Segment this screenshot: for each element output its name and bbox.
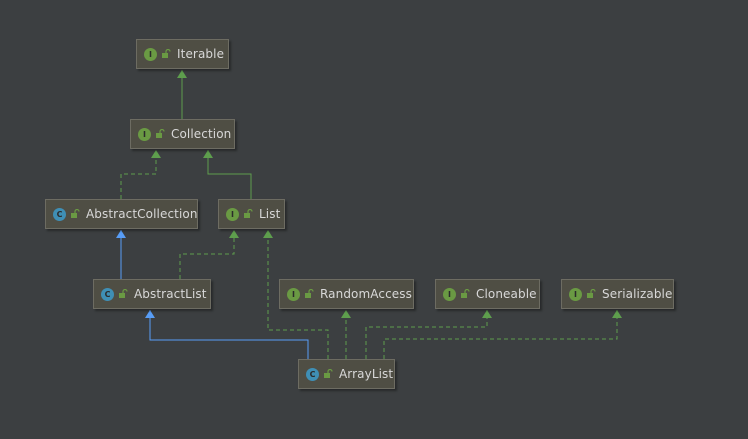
node-cloneable[interactable]: I Cloneable bbox=[435, 279, 540, 309]
interface-icon: I bbox=[226, 207, 239, 221]
node-label: Cloneable bbox=[476, 287, 537, 301]
public-lock-icon bbox=[119, 289, 128, 298]
node-label: Iterable bbox=[177, 47, 225, 61]
edge-abstractcollection-collection bbox=[120, 150, 161, 199]
node-label: RandomAccess bbox=[320, 287, 412, 301]
node-array-list[interactable]: C ArrayList bbox=[298, 359, 395, 389]
node-label: Collection bbox=[171, 127, 232, 141]
public-lock-icon bbox=[305, 289, 314, 298]
node-serializable[interactable]: I Serializable bbox=[561, 279, 674, 309]
interface-icon: I bbox=[138, 127, 151, 141]
abstract-class-icon: C bbox=[53, 207, 66, 221]
edge-arraylist-cloneable bbox=[365, 310, 492, 359]
public-lock-icon bbox=[71, 209, 80, 218]
interface-icon: I bbox=[287, 287, 300, 301]
node-label: AbstractCollection bbox=[86, 207, 198, 221]
node-random-access[interactable]: I RandomAccess bbox=[279, 279, 414, 309]
node-label: ArrayList bbox=[339, 367, 394, 381]
node-label: AbstractList bbox=[134, 287, 207, 301]
edge-arraylist-abstractlist bbox=[145, 310, 309, 359]
node-label: Serializable bbox=[602, 287, 673, 301]
interface-icon: I bbox=[144, 47, 157, 61]
public-lock-icon bbox=[244, 209, 253, 218]
node-iterable[interactable]: I Iterable bbox=[136, 39, 229, 69]
public-lock-icon bbox=[587, 289, 596, 298]
node-collection[interactable]: I Collection bbox=[130, 119, 235, 149]
node-abstract-list[interactable]: C AbstractList bbox=[93, 279, 211, 309]
public-lock-icon bbox=[162, 49, 171, 58]
interface-icon: I bbox=[443, 287, 456, 301]
node-label: List bbox=[259, 207, 281, 221]
edge-list-collection bbox=[203, 150, 252, 199]
edge-arraylist-serializable bbox=[383, 310, 622, 359]
public-lock-icon bbox=[324, 369, 333, 378]
edge-abstractlist-list bbox=[179, 230, 239, 279]
abstract-class-icon: C bbox=[101, 287, 114, 301]
node-list[interactable]: I List bbox=[218, 199, 285, 229]
edge-arraylist-list bbox=[263, 230, 329, 359]
public-lock-icon bbox=[156, 129, 165, 138]
public-lock-icon bbox=[461, 289, 470, 298]
class-icon: C bbox=[306, 367, 319, 381]
node-abstract-collection[interactable]: C AbstractCollection bbox=[45, 199, 198, 229]
interface-icon: I bbox=[569, 287, 582, 301]
